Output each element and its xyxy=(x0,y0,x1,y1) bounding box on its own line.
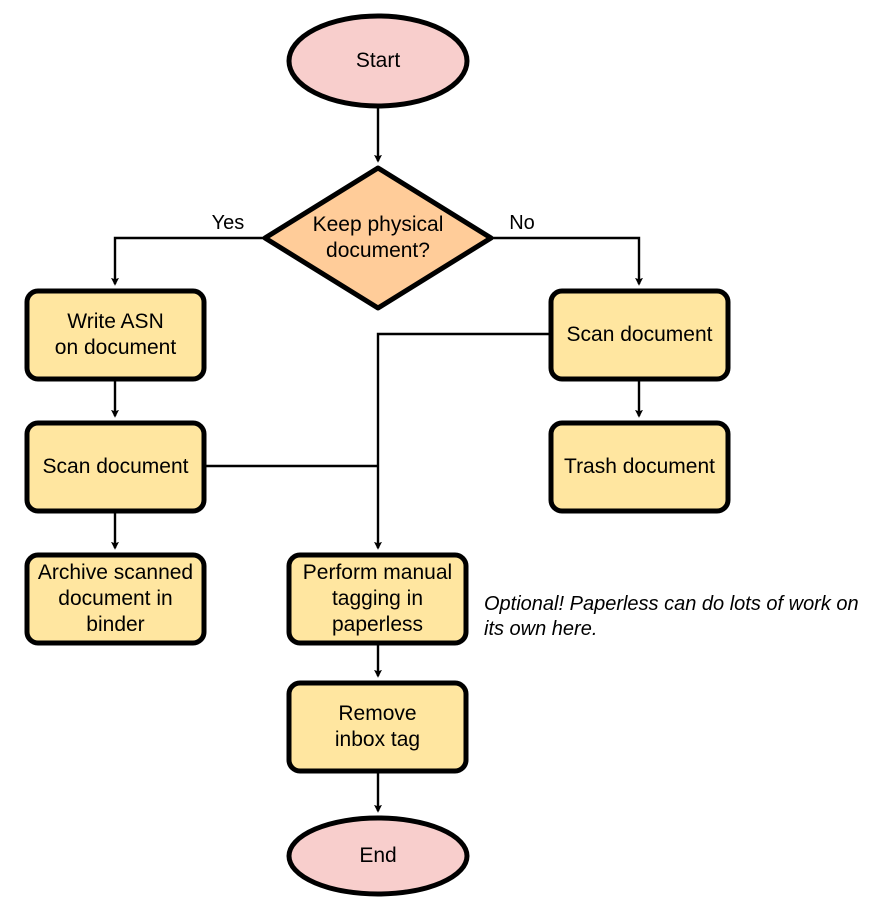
node-shape-archive xyxy=(24,552,207,646)
node-label-scan-left: Scan document xyxy=(43,455,189,478)
edge-label-decision-to-scan-right: No xyxy=(509,212,535,234)
edge-decision-to-write-asn xyxy=(111,236,265,286)
annotation-layer: Optional! Paperless can do lots of work … xyxy=(484,593,859,640)
node-end[interactable]: End xyxy=(286,815,470,897)
node-label-scan-right: Scan document xyxy=(567,323,713,346)
node-label-end: End xyxy=(359,844,396,867)
node-label-trash: Trash document xyxy=(564,455,715,478)
node-scan-left[interactable]: Scan document xyxy=(24,420,207,514)
node-shape-scan-right xyxy=(548,288,731,382)
node-shape-trash xyxy=(548,420,731,514)
node-scan-right[interactable]: Scan document xyxy=(548,288,731,382)
node-shape-start xyxy=(286,13,470,109)
node-trash[interactable]: Trash document xyxy=(548,420,731,514)
node-shape-end xyxy=(286,815,470,897)
node-shape-manual-tagging xyxy=(286,552,469,646)
node-start[interactable]: Start xyxy=(286,13,470,109)
node-shape-write-asn xyxy=(24,288,207,382)
node-shape-scan-left xyxy=(24,420,207,514)
annotation-optional-note: Optional! Paperless can do lots of work … xyxy=(484,593,859,640)
edge-label-decision-to-write-asn: Yes xyxy=(212,212,245,234)
node-shape-remove-inbox xyxy=(286,680,469,774)
edge-decision-to-scan-right xyxy=(491,236,643,286)
node-shape-decision xyxy=(262,165,494,311)
edge-labels-layer: Yes No xyxy=(212,212,535,234)
edge-scan-right-to-manual-tagging xyxy=(374,332,551,550)
edges-layer xyxy=(111,106,643,813)
node-label-start: Start xyxy=(356,49,401,72)
